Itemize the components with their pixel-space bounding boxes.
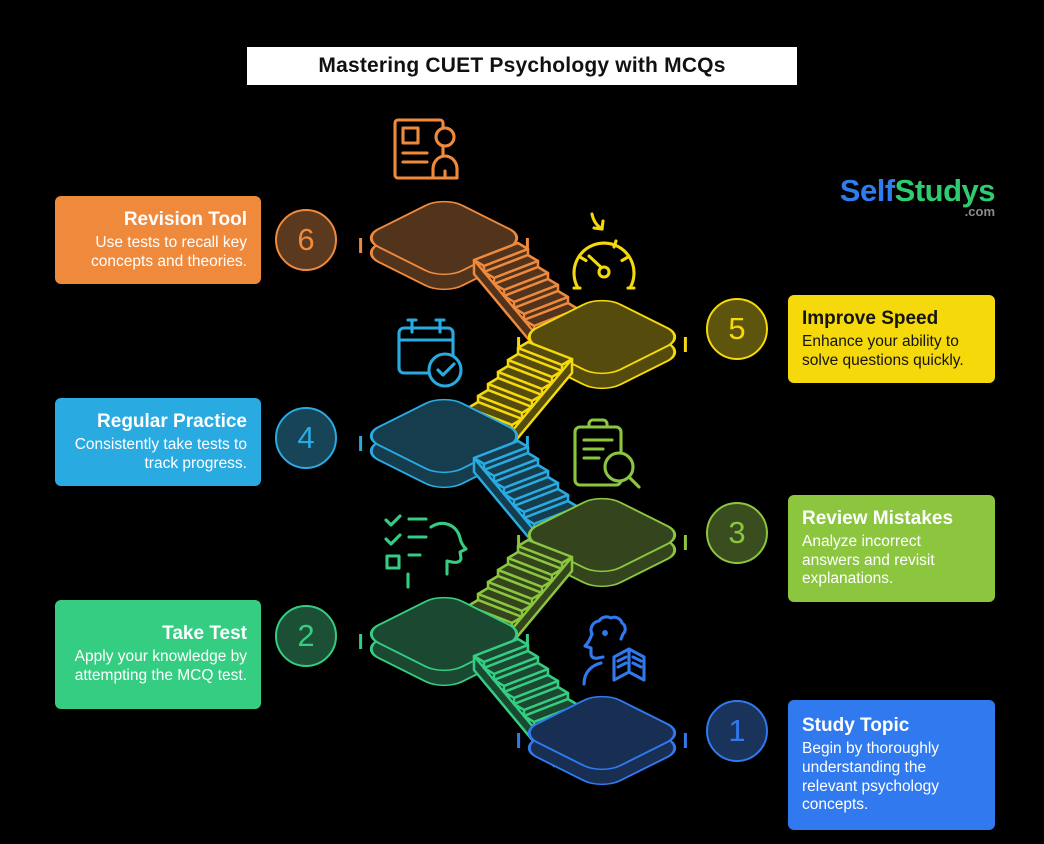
- step-number: 5: [728, 311, 746, 346]
- step-title: Review Mistakes: [802, 507, 954, 529]
- step-description: Begin by thoroughly understanding the re…: [802, 739, 940, 814]
- calendar-check-icon: [397, 318, 463, 388]
- step-number-badge-2: 2: [275, 605, 337, 667]
- step-description: Apply your knowledge by attempting the M…: [74, 648, 247, 684]
- step-card-regular-practice: Regular Practice Consistently take tests…: [55, 398, 261, 486]
- step-number-badge-6: 6: [275, 209, 337, 271]
- step-number-badge-3: 3: [706, 502, 768, 564]
- head-checklist-icon: [384, 514, 468, 589]
- step-number: 6: [297, 222, 315, 257]
- step-number: 3: [728, 515, 746, 550]
- title-banner: Mastering CUET Psychology with MCQs: [247, 47, 797, 85]
- logo-suffix: .com: [964, 204, 995, 219]
- person-reading-icon: [582, 615, 646, 686]
- step-number: 1: [728, 713, 746, 748]
- page-title: Mastering CUET Psychology with MCQs: [318, 54, 726, 77]
- selfstudys-logo[interactable]: SelfStudys .com: [839, 173, 996, 219]
- step-card-revision-tool: Revision Tool Use tests to recall key co…: [55, 196, 261, 284]
- step-title: Take Test: [162, 623, 247, 645]
- step-description: Consistently take tests to track progres…: [74, 435, 247, 472]
- step-title: Revision Tool: [123, 208, 247, 230]
- step-number-badge-4: 4: [275, 407, 337, 469]
- step-number-badge-5: 5: [706, 298, 768, 360]
- step-card-study-topic: Study Topic Begin by thoroughly understa…: [788, 700, 995, 830]
- step-number: 2: [297, 618, 315, 653]
- logo-part-self: Self: [839, 173, 895, 208]
- step-title: Improve Speed: [802, 307, 939, 329]
- step-title: Regular Practice: [97, 410, 247, 432]
- clipboard-search-icon: [573, 418, 641, 489]
- platform-step-1: [517, 695, 687, 786]
- step-description: Analyze incorrect answers and revisit ex…: [802, 532, 935, 588]
- logo-part-studys: Studys: [894, 173, 996, 208]
- step-number: 4: [297, 420, 315, 455]
- step-description: Use tests to recall key concepts and the…: [91, 233, 247, 270]
- step-title: Study Topic: [802, 714, 910, 736]
- step-card-take-test: Take Test Apply your knowledge by attemp…: [55, 600, 261, 709]
- cv-person-icon: [393, 118, 459, 180]
- step-description: Enhance your ability to solve questions …: [802, 332, 964, 369]
- step-number-badge-1: 1: [706, 700, 768, 762]
- step-card-improve-speed: Improve Speed Enhance your ability to so…: [788, 295, 995, 383]
- speedometer-icon: [572, 212, 636, 290]
- step-card-review-mistakes: Review Mistakes Analyze incorrect answer…: [788, 495, 995, 602]
